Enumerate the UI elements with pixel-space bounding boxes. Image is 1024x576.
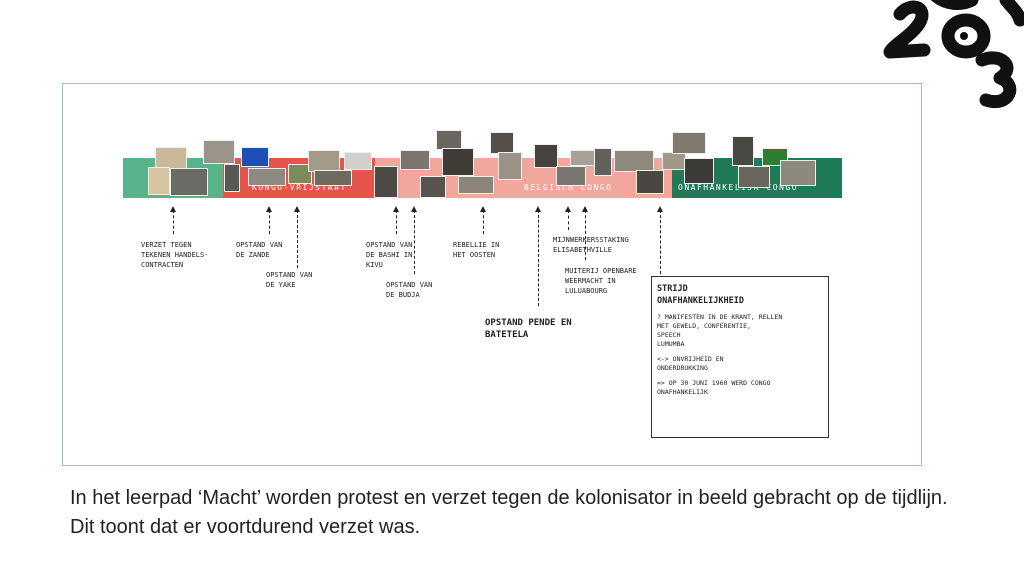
event-arrow [585, 210, 586, 260]
photo-thumbnail [224, 164, 240, 192]
event-arrow [538, 210, 539, 306]
photo-thumbnail [458, 176, 494, 194]
photo-thumbnail [155, 147, 187, 169]
arrowhead [170, 206, 176, 212]
info-box-title: Strijd onafhankelijkheid [657, 284, 744, 306]
info-box-line: ? manifesten in de krant, rellen met gew… [657, 313, 783, 348]
photo-thumbnail [148, 167, 170, 195]
event-arrow [568, 210, 569, 230]
arrowhead [393, 206, 399, 212]
photo-thumbnail [288, 164, 312, 184]
photo-thumbnail [738, 166, 770, 188]
slide-caption: In het leerpad ‘Macht’ worden protest en… [70, 487, 948, 538]
arrowhead [266, 206, 272, 212]
photo-thumbnail [400, 150, 430, 170]
photo-thumbnail [490, 132, 514, 154]
event-label: Opstand van de Yake [266, 271, 313, 289]
photo-thumbnail [556, 166, 586, 186]
period-label-belgisch-congo: Belgisch Congo [524, 183, 613, 192]
event-arrow [414, 210, 415, 274]
arrowhead [582, 206, 588, 212]
event-label: Opstand van de Bashi in Kivu [366, 241, 413, 269]
event-label: Opstand van de Budja [386, 281, 433, 299]
arrowhead [657, 206, 663, 212]
event-label: Opstand van de Zande [236, 241, 283, 259]
photo-thumbnail [308, 150, 340, 172]
photo-thumbnail [344, 152, 372, 170]
info-box-line: <-> onvrijheid en onderdrukking [657, 355, 724, 372]
photo-thumbnail [684, 158, 714, 184]
event-label: Verzet tegen tekenen handels- contracten [141, 241, 209, 269]
photo-thumbnail [374, 166, 398, 198]
arrowhead [294, 206, 300, 212]
photo-thumbnail [614, 150, 654, 172]
photo-thumbnail [534, 144, 558, 168]
event-arrow [269, 210, 270, 234]
photo-thumbnail [420, 176, 446, 198]
photo-thumbnail [780, 160, 816, 186]
event-label: Rebellie in het oosten [453, 241, 500, 259]
event-arrow [396, 210, 397, 234]
photo-thumbnail [662, 152, 686, 170]
flag-thumbnail [241, 147, 269, 167]
photo-thumbnail [498, 152, 522, 180]
event-arrow [297, 210, 298, 268]
photo-thumbnail [594, 148, 612, 176]
photo-thumbnail [170, 168, 208, 196]
photo-thumbnail [248, 168, 286, 186]
photo-thumbnail [314, 170, 352, 186]
event-arrow [660, 210, 661, 274]
arrowhead [480, 206, 486, 212]
arrowhead [535, 206, 541, 212]
event-arrow [483, 210, 484, 234]
photo-thumbnail [203, 140, 235, 164]
event-arrow [173, 210, 174, 234]
period-label-onafhankelijk-congo: Onafhankelijk Congo [678, 183, 799, 192]
photo-thumbnail [636, 170, 664, 194]
event-label: Mijnwerkersstaking Elisabethville [553, 236, 629, 254]
event-label: Opstand Pende en Batetela [485, 318, 572, 340]
photo-thumbnail [436, 130, 462, 150]
period-label-kongo-vrijstaat: Kongo-Vrijstaat [252, 183, 347, 192]
photo-thumbnail [732, 136, 754, 166]
info-box: Strijd onafhankelijkheid ? manifesten in… [651, 276, 829, 438]
logo-graphic [883, 0, 1024, 109]
event-label: Muiterij openbare weermacht in Luluabour… [565, 267, 637, 295]
arrowhead [565, 206, 571, 212]
photo-thumbnail [672, 132, 706, 154]
info-box-line: => op 30 juni 1960 werd Congo onafhankel… [657, 379, 771, 396]
photo-thumbnail [442, 148, 474, 176]
arrowhead [411, 206, 417, 212]
